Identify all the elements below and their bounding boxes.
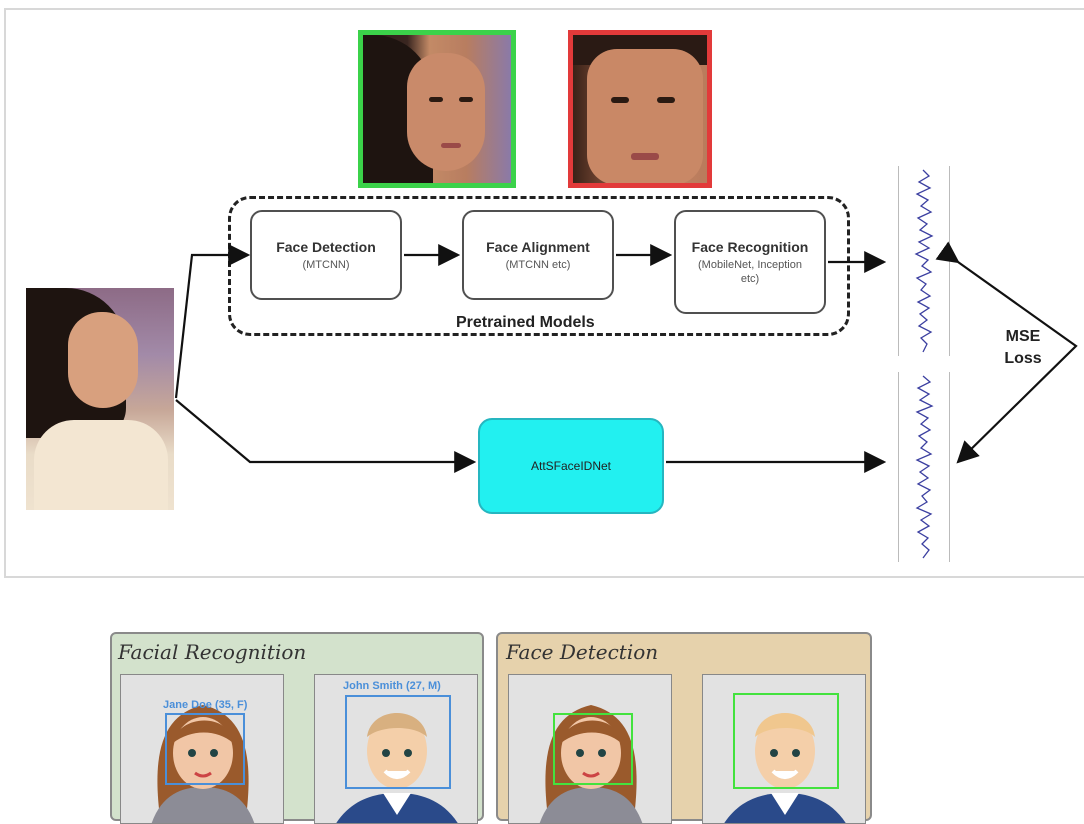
eye-shape xyxy=(429,97,443,102)
embedding-signal xyxy=(914,169,934,353)
stage-title: Face Recognition xyxy=(691,238,809,255)
cartoon-man-avatar xyxy=(724,713,846,823)
input-photo xyxy=(26,288,174,510)
example-tile xyxy=(508,674,672,824)
face-shape xyxy=(68,312,138,408)
example-tile: John Smith (27, M) xyxy=(314,674,478,824)
cropped-face-image xyxy=(568,30,712,188)
mse-loss-label: MSE Loss xyxy=(1004,328,1042,367)
identity-label: John Smith (27, M) xyxy=(343,680,441,692)
example-tile xyxy=(702,674,866,824)
detection-box xyxy=(733,693,839,789)
student-network-box: AttSFaceIDNet xyxy=(478,418,664,514)
mouth-shape xyxy=(631,153,659,160)
cartoon-woman-avatar xyxy=(539,705,643,823)
cartoon-woman-avatar xyxy=(151,705,255,823)
identity-label: Jane Doe (35, F) xyxy=(163,699,248,711)
embedding-signal xyxy=(915,375,934,559)
student-network-label: AttSFaceIDNet xyxy=(530,459,612,473)
pretrained-models-group xyxy=(228,196,850,336)
pretrained-models-label: Pretrained Models xyxy=(456,314,595,331)
eye-shape xyxy=(657,97,675,103)
panel-title: Facial Recognition xyxy=(118,640,307,664)
panel-title: Face Detection xyxy=(506,640,659,664)
input-to-student-arrow xyxy=(175,399,477,473)
stage-subtitle: (MobileNet, Inception etc) xyxy=(698,258,802,285)
recognition-box xyxy=(345,695,451,789)
diagram-frame xyxy=(4,8,1084,578)
face-shape xyxy=(587,49,703,183)
mse-loss-arrow xyxy=(935,241,1078,464)
input-to-detection-arrow xyxy=(174,244,251,399)
mouth-shape xyxy=(441,143,461,148)
connector-arrows xyxy=(174,241,1078,473)
face-recognition-box: Face Recognition (MobileNet, Inception e… xyxy=(674,210,826,314)
stage-title: Face Alignment xyxy=(486,238,590,255)
example-tile: Jane Doe (35, F) xyxy=(120,674,284,824)
eye-shape xyxy=(611,97,629,103)
stage-subtitle: (MTCNN etc) xyxy=(505,258,571,271)
facial-recognition-panel: Facial Recognition Jane Doe (35, F) John… xyxy=(110,632,484,824)
shirt-shape xyxy=(34,420,168,510)
aligned-face-image xyxy=(358,30,516,188)
recognition-box xyxy=(165,713,245,785)
stage-subtitle: (MTCNN) xyxy=(302,258,350,271)
face-detection-box: Face Detection (MTCNN) xyxy=(250,210,402,300)
face-shape xyxy=(407,53,485,171)
cartoon-man-avatar xyxy=(336,713,458,823)
face-detection-panel: Face Detection xyxy=(496,632,872,824)
stage-title: Face Detection xyxy=(276,238,376,255)
eye-shape xyxy=(459,97,473,102)
face-alignment-box: Face Alignment (MTCNN etc) xyxy=(462,210,614,300)
detection-box xyxy=(553,713,633,785)
